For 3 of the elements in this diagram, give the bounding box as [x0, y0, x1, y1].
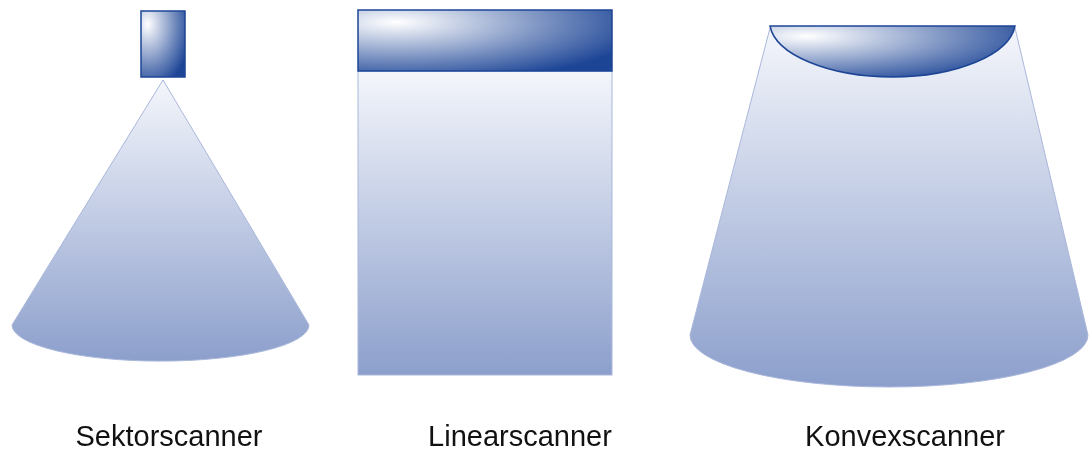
scanner-label: Linearscanner [428, 419, 612, 454]
scanner-label: Sektorscanner [75, 419, 263, 454]
scanner-label: Konvexscanner [805, 419, 1005, 454]
